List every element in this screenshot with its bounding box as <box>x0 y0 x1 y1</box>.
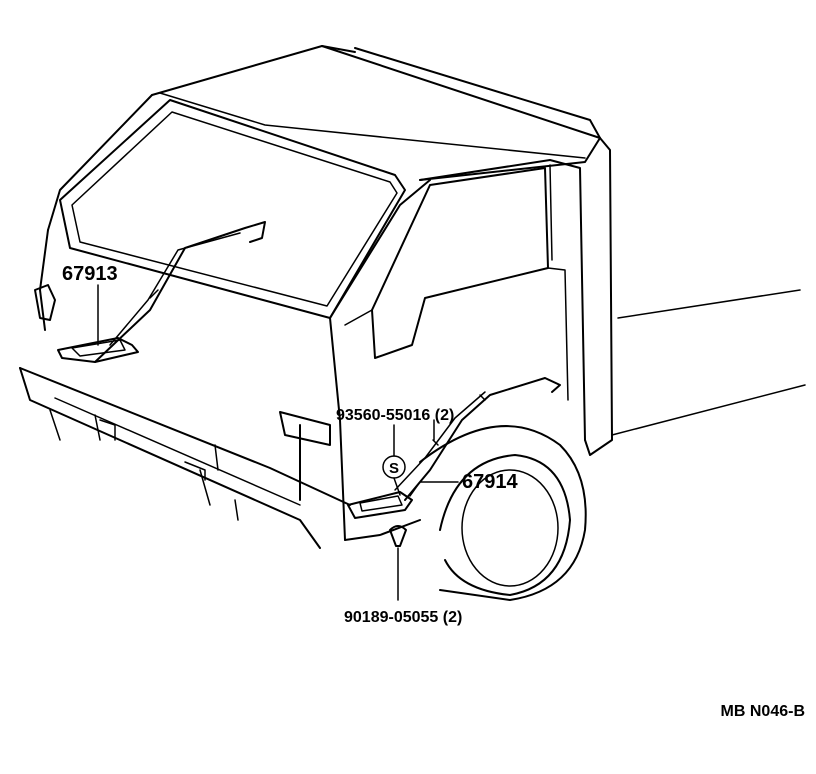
label-clip: 90189-05055 (2) <box>344 609 462 626</box>
diagram-code: MB N046-B <box>721 703 805 720</box>
screw-symbol-icon: S <box>382 455 406 479</box>
label-67913: 67913 <box>62 263 118 285</box>
cab-door <box>329 137 613 456</box>
leader-lines <box>97 284 459 601</box>
screw-symbol: S <box>389 460 399 477</box>
label-67914: 67914 <box>462 471 518 493</box>
cargo-bed <box>611 289 806 436</box>
label-screw: 93560-55016 (2) <box>336 407 454 424</box>
windshield <box>59 99 406 319</box>
cab-body <box>19 229 351 549</box>
mud-guard-67913 <box>57 221 266 363</box>
front-wheel <box>344 425 587 601</box>
clip-icon <box>389 525 407 547</box>
mud-guard-67914 <box>347 377 561 519</box>
cab-roof <box>47 45 601 231</box>
